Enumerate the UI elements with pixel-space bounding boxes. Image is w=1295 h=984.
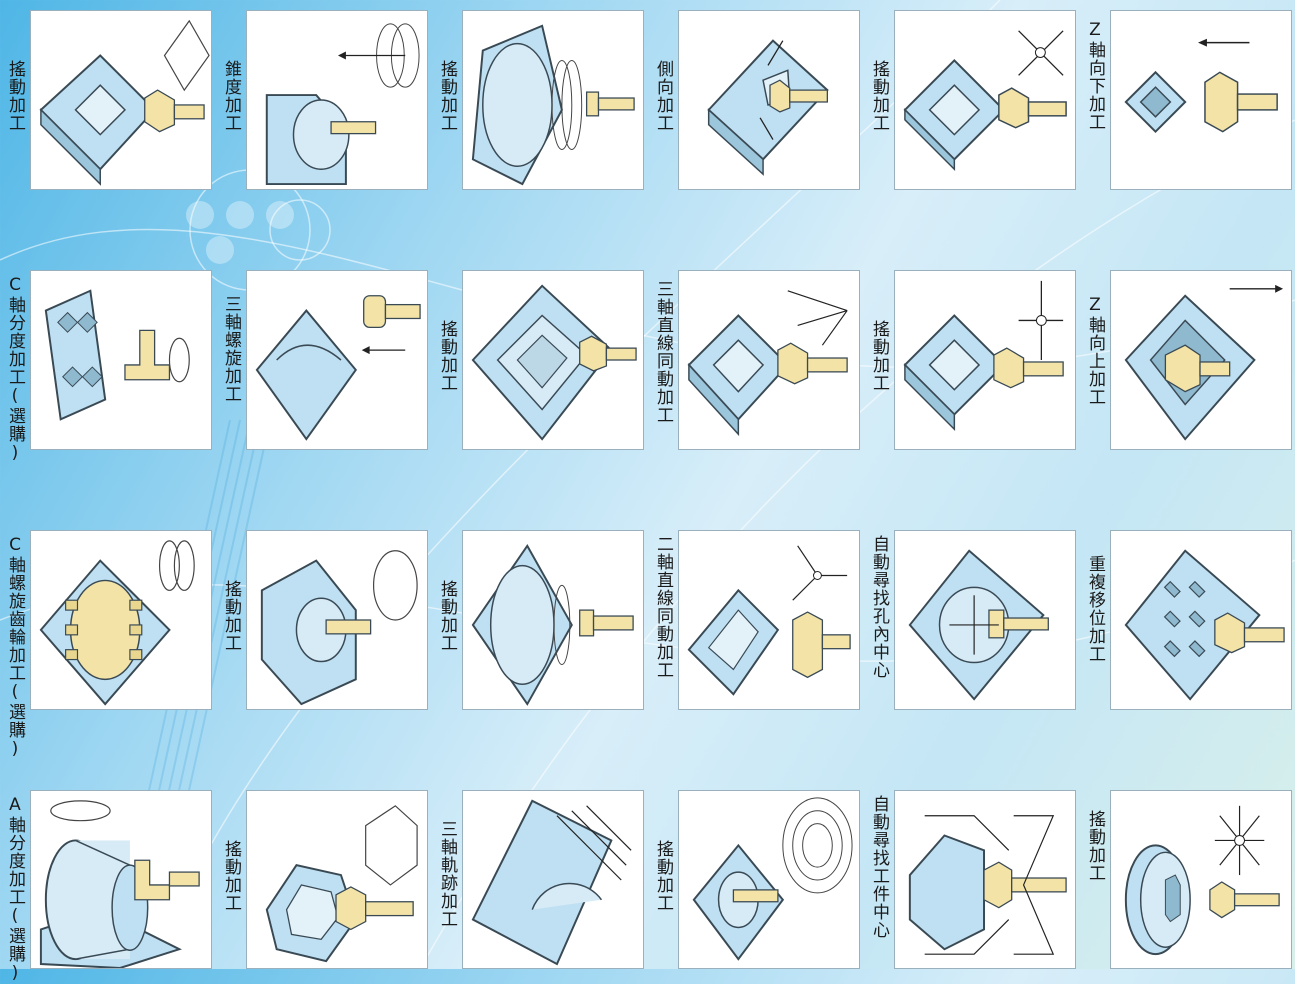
panel-rocking-4 [894, 270, 1076, 450]
panel-z-up [1110, 270, 1292, 450]
label-side: 側向加工 [653, 60, 673, 132]
panel-c-axis-gear [30, 530, 212, 710]
panel-rocking-3 [30, 10, 212, 190]
label-three-axis-trajectory: 三軸軌跡加工 [437, 820, 457, 928]
panel-rocking-7 [246, 530, 428, 710]
label-c-axis-gear: C軸螺旋齒輪加工(選購) [5, 535, 25, 760]
label-three-axis-linear: 三軸直線同動加工 [653, 280, 673, 424]
panel-rocking-9 [678, 790, 860, 969]
label-c-axis-index: C軸分度加工(選購) [5, 275, 25, 464]
label-rocking-2: 搖動加工 [437, 60, 457, 132]
label-a-axis-index: A軸分度加工(選購) [5, 795, 25, 984]
panel-rocking-10 [246, 790, 428, 969]
label-z-up: Z軸向上加工 [1085, 295, 1105, 406]
panel-three-axis-trajectory [462, 790, 644, 969]
panel-a-axis-index [30, 790, 212, 969]
panel-side [678, 10, 860, 190]
label-rocking-7: 搖動加工 [221, 580, 241, 652]
label-taper: 錐度加工 [221, 60, 241, 132]
label-rocking-4: 搖動加工 [869, 320, 889, 392]
label-rocking-8: 搖動加工 [1085, 810, 1105, 882]
label-rocking-1: 搖動加工 [869, 60, 889, 132]
label-repeat-shift: 重複移位加工 [1085, 555, 1105, 663]
panel-repeat-shift [1110, 530, 1292, 710]
label-rocking-5: 搖動加工 [437, 320, 457, 392]
panel-rocking-5 [462, 270, 644, 450]
label-rocking-3: 搖動加工 [5, 60, 25, 132]
panel-c-axis-index [30, 270, 212, 450]
panel-rocking-2 [462, 10, 644, 190]
panel-rocking-8 [1110, 790, 1292, 969]
panel-rocking-6 [462, 530, 644, 710]
label-two-axis-linear: 二軸直線同動加工 [653, 535, 673, 679]
label-find-hole: 自動尋找孔內中心 [869, 535, 889, 679]
panel-three-axis-spiral [246, 270, 428, 450]
panel-two-axis-linear [678, 530, 860, 710]
label-z-down: Z軸向下加工 [1085, 20, 1105, 131]
panel-taper [246, 10, 428, 190]
label-rocking-10: 搖動加工 [221, 840, 241, 912]
panel-three-axis-linear [678, 270, 860, 450]
label-rocking-9: 搖動加工 [653, 840, 673, 912]
label-find-workpiece: 自動尋找工件中心 [869, 795, 889, 939]
panel-find-hole [894, 530, 1076, 710]
panel-find-workpiece [894, 790, 1076, 969]
label-rocking-6: 搖動加工 [437, 580, 457, 652]
panel-z-down [1110, 10, 1292, 190]
panel-rocking-1 [894, 10, 1076, 190]
label-three-axis-spiral: 三軸螺旋加工 [221, 295, 241, 403]
